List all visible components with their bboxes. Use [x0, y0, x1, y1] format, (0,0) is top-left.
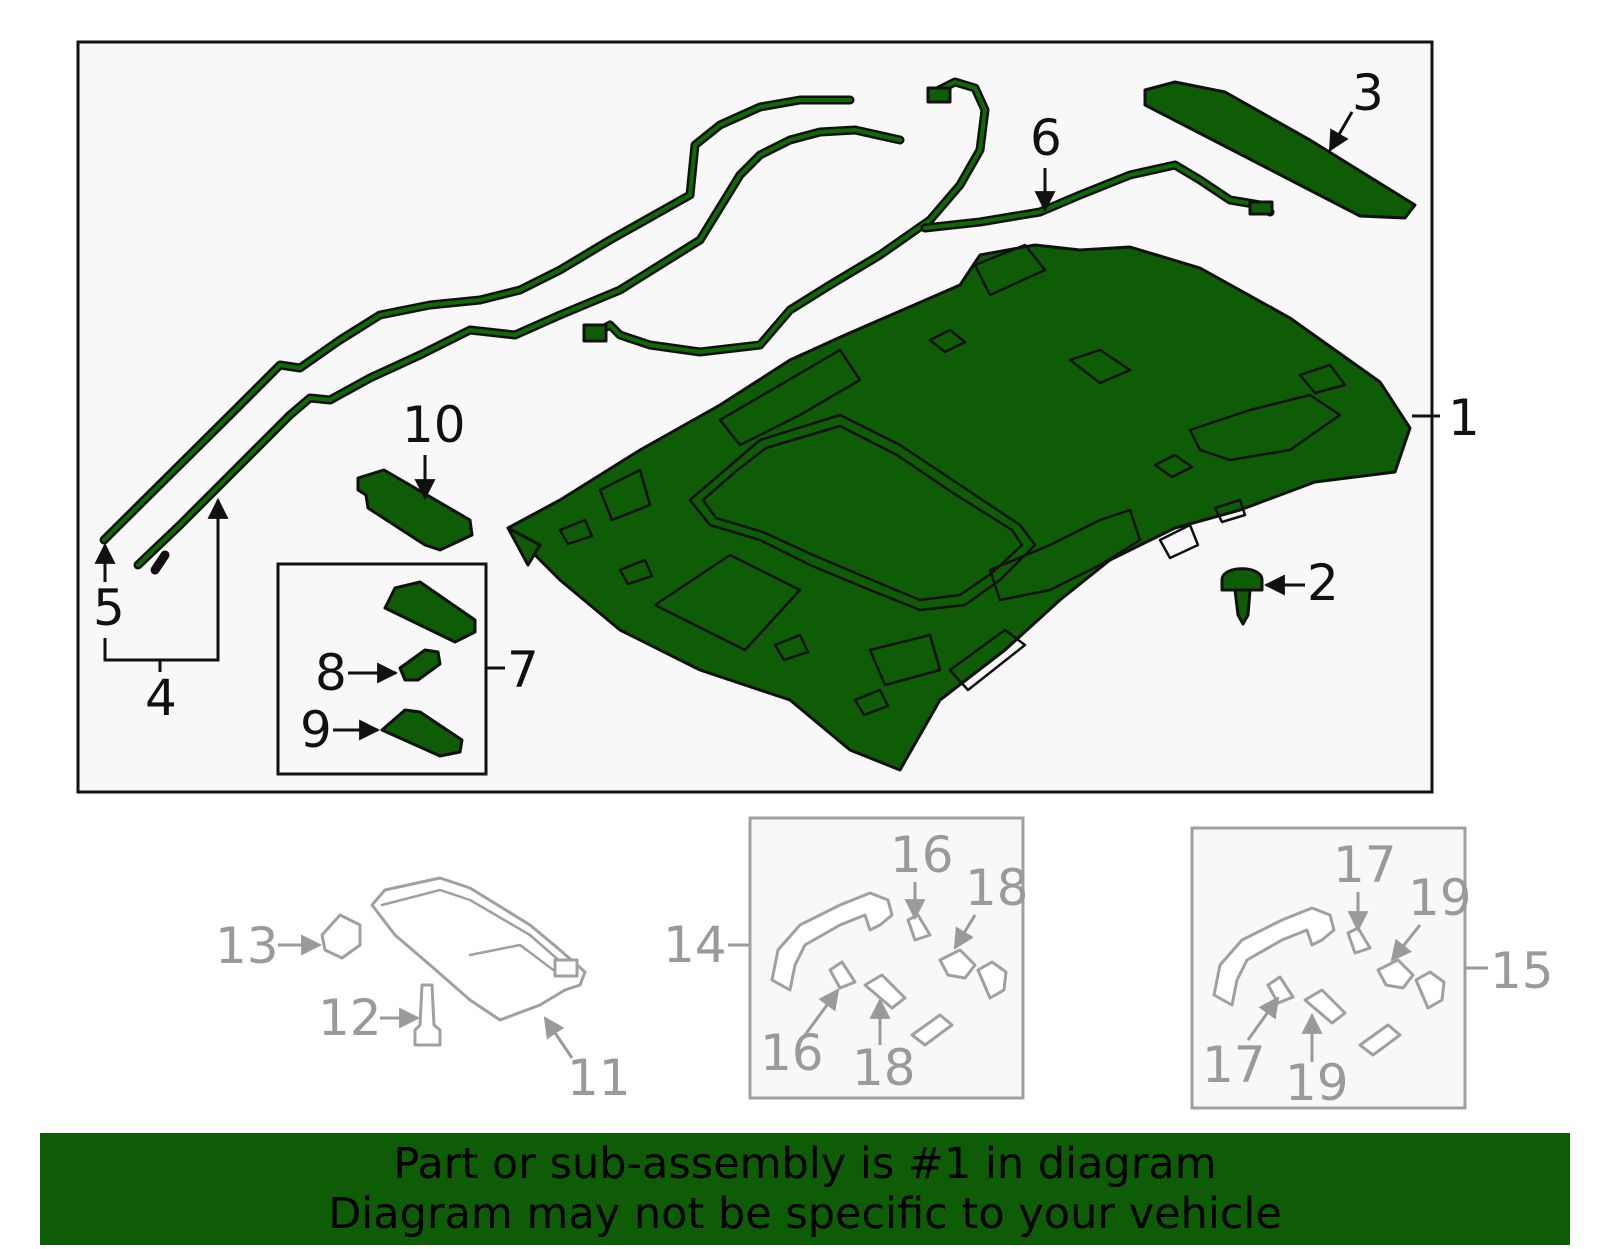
part-8-bulb: [398, 648, 442, 682]
part-9-lens: [380, 708, 464, 758]
callout-9: 9: [300, 701, 332, 759]
callout-6: 6: [1030, 109, 1062, 167]
leader-16-bottom: [803, 988, 840, 1036]
callout-18-top: 18: [965, 859, 1029, 917]
wire-harness-group: [99, 77, 1275, 575]
disclaimer-banner: Part or sub-assembly is #1 in diagram Di…: [40, 1133, 1570, 1245]
callout-3: 3: [1352, 64, 1384, 122]
part-13-clip: [320, 913, 362, 960]
callout-1: 1: [1448, 389, 1480, 447]
callout-15: 15: [1490, 942, 1554, 1000]
callout-10: 10: [402, 396, 466, 454]
callout-17-bottom: 17: [1202, 1036, 1266, 1094]
callout-8: 8: [315, 644, 347, 702]
callout-14: 14: [663, 916, 727, 974]
callout-16-bottom: 16: [760, 1024, 824, 1082]
banner-line-1: Part or sub-assembly is #1 in diagram: [393, 1139, 1217, 1189]
part-14-grab-handle: [770, 891, 894, 992]
part-7-lamp-housing: [383, 580, 477, 644]
leader-11: [543, 1016, 574, 1059]
callout-16-top: 16: [890, 826, 954, 884]
callout-2: 2: [1307, 554, 1339, 612]
callout-17-top: 17: [1333, 836, 1397, 894]
callout-19-top: 19: [1408, 869, 1472, 927]
part-2-clip: [1220, 567, 1264, 626]
callout-4: 4: [145, 669, 177, 727]
part-15-grab-handle: [1212, 906, 1336, 1007]
callout-7: 7: [507, 641, 539, 699]
leader-18-top: [953, 914, 977, 950]
callout-11: 11: [567, 1049, 631, 1107]
part-12-screw: [413, 983, 442, 1047]
visor-group: [320, 876, 587, 1047]
banner-line-2: Diagram may not be specific to your vehi…: [328, 1189, 1282, 1239]
leader-17-bottom: [1246, 996, 1280, 1041]
part-3-trim-strip: [1143, 80, 1417, 220]
leader-19-top: [1390, 924, 1422, 962]
part-1-headliner: [506, 243, 1412, 772]
callout-5: 5: [93, 579, 125, 637]
callout-12: 12: [318, 989, 382, 1047]
leader-3: [1328, 111, 1354, 152]
callout-13: 13: [215, 917, 279, 975]
callout-19-bottom: 19: [1285, 1054, 1349, 1112]
callout-18-bottom: 18: [852, 1039, 916, 1097]
part-11-sun-visor: [370, 876, 587, 1022]
